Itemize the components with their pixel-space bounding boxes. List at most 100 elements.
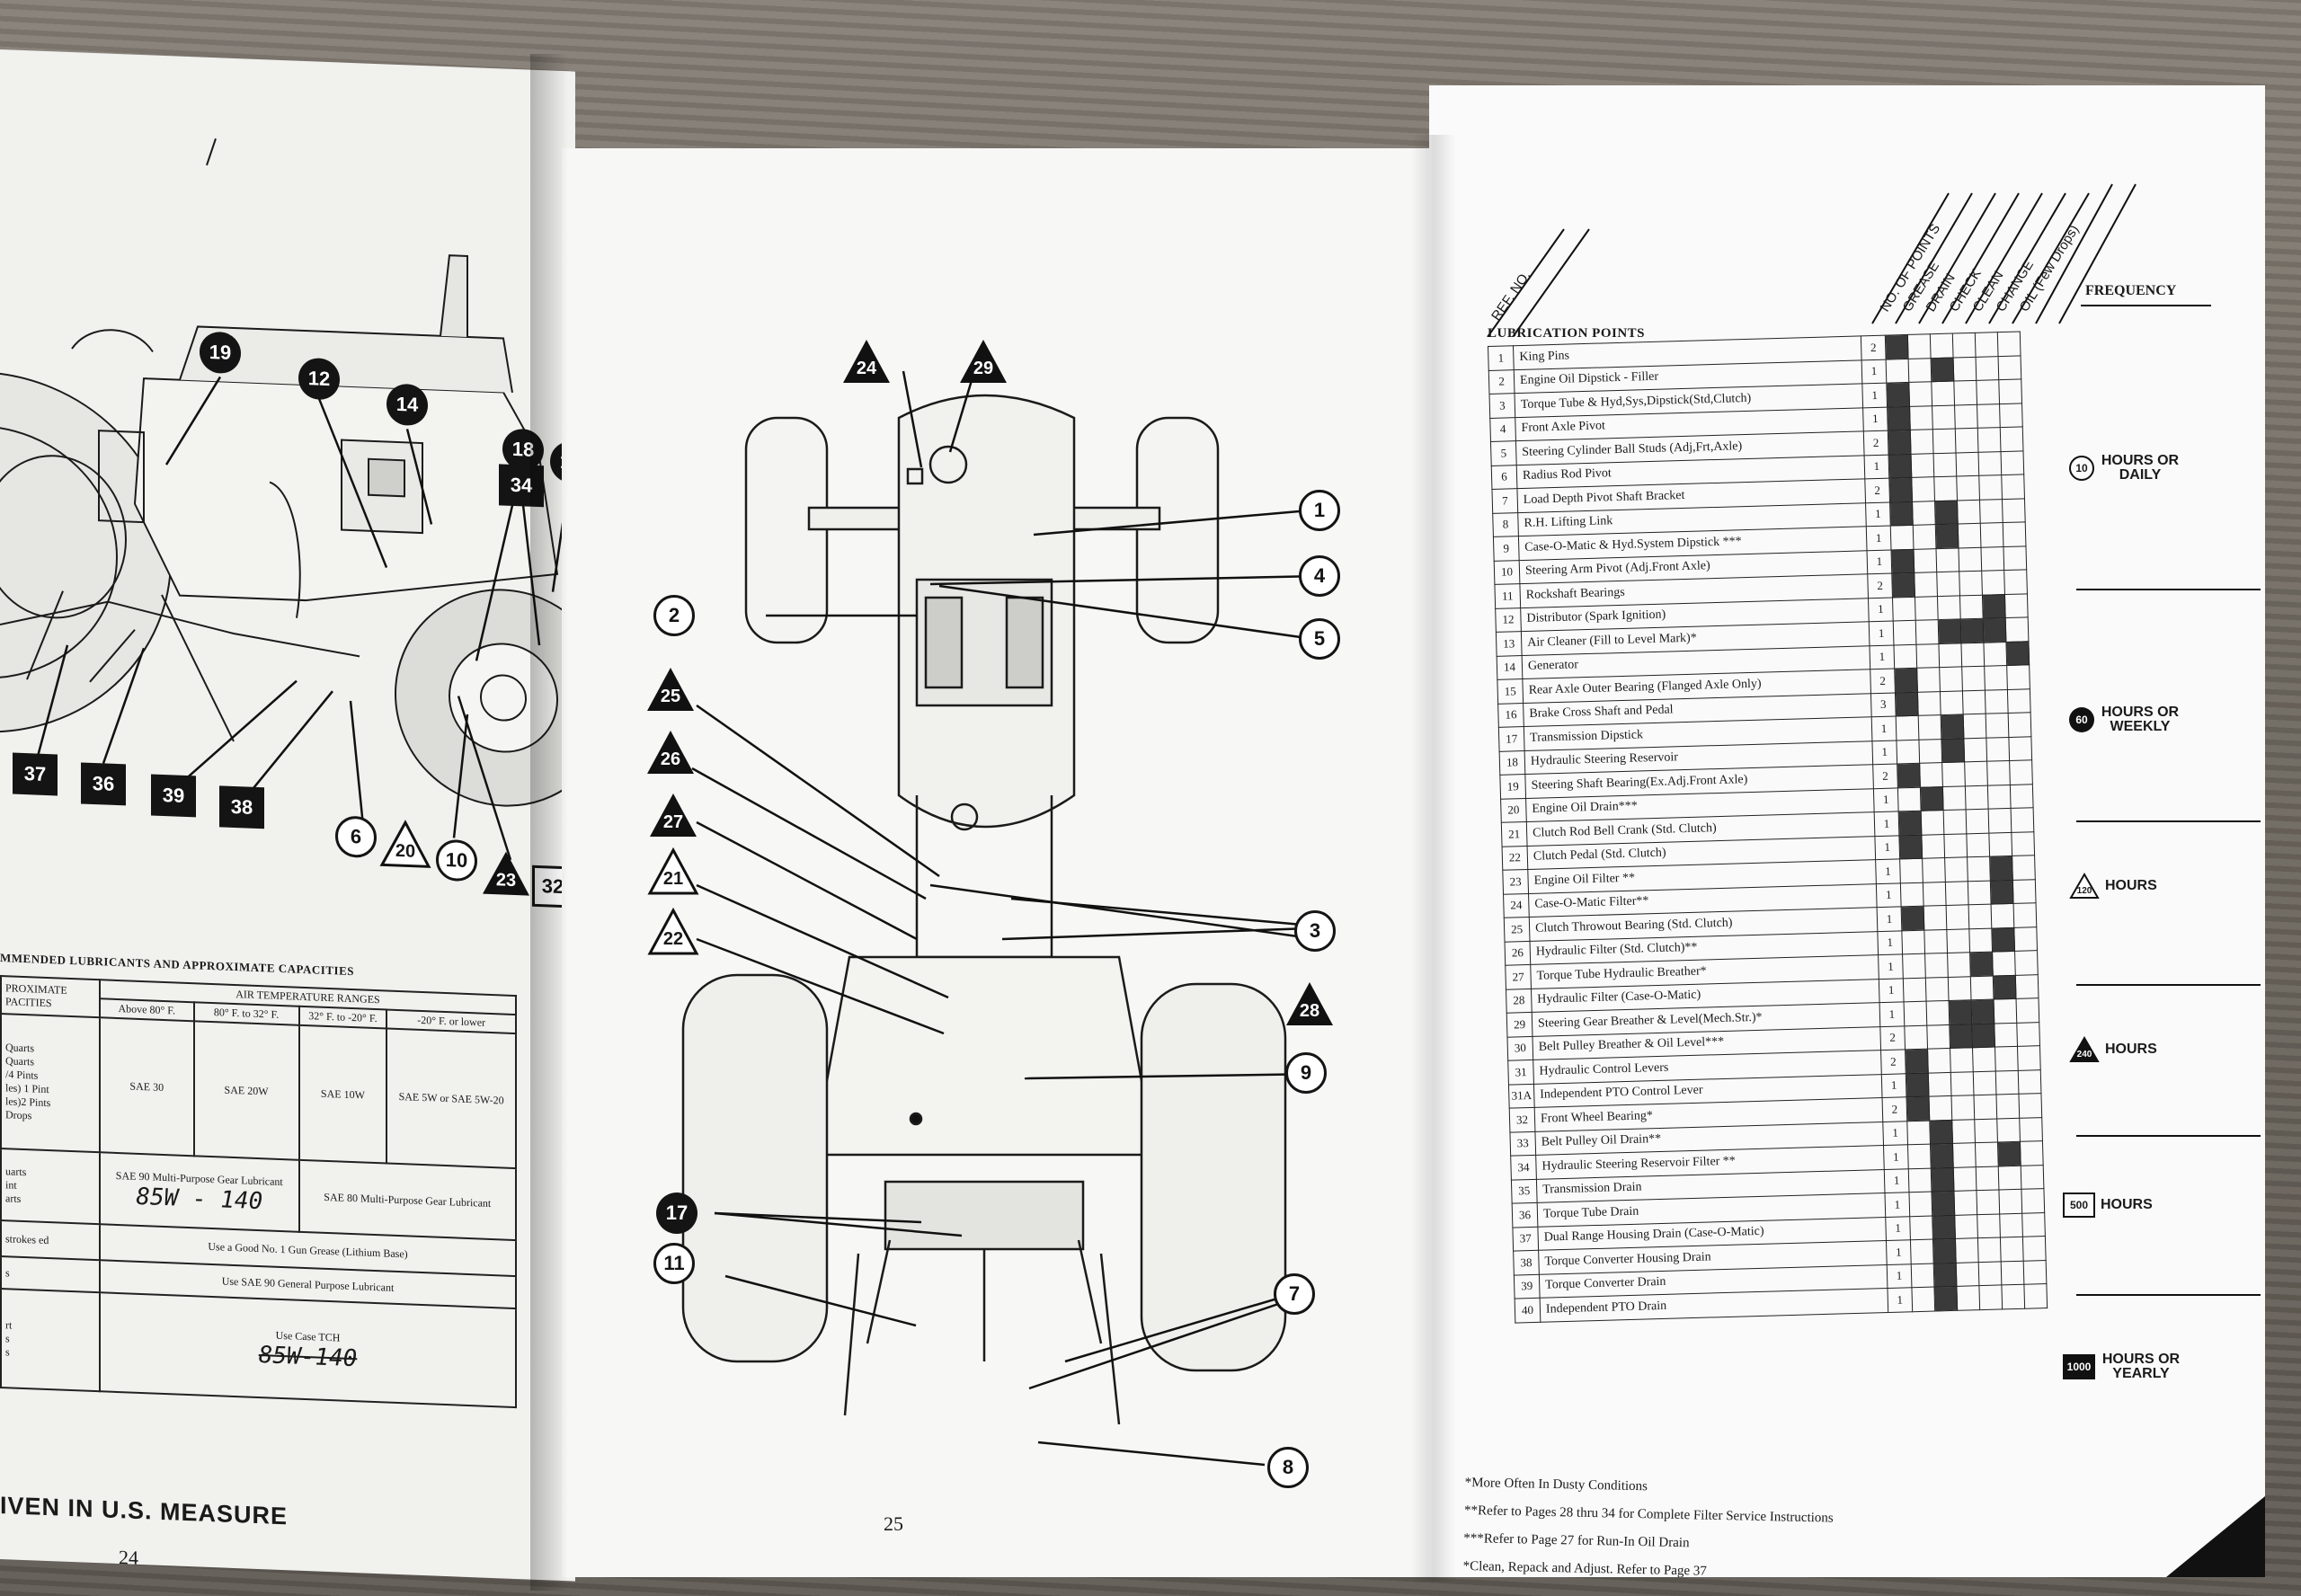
service-cell	[1939, 666, 1963, 692]
ref-number: 16	[1497, 703, 1524, 728]
service-cell	[1954, 1214, 1978, 1239]
number-of-points: 2	[1861, 335, 1887, 360]
service-cell	[1973, 1070, 1996, 1095]
service-cell	[1909, 1215, 1933, 1240]
service-cell	[1908, 381, 1932, 406]
ref-number: 32	[1509, 1107, 1535, 1132]
service-cell	[1966, 809, 1989, 834]
service-cell	[1971, 1023, 1995, 1048]
number-of-points: 1	[1877, 906, 1902, 932]
service-cell	[1998, 1189, 2022, 1214]
service-cell	[1928, 1071, 1951, 1097]
service-cell	[1950, 1095, 1975, 1120]
service-cell	[1891, 548, 1915, 574]
number-of-points: 1	[1883, 1144, 1909, 1170]
service-cell	[1976, 356, 1999, 381]
number-of-points: 1	[1871, 715, 1897, 741]
service-cell	[1935, 547, 1959, 572]
service-cell	[1938, 618, 1961, 644]
ref-number: 7	[1491, 488, 1518, 513]
service-cell	[1913, 524, 1936, 549]
service-cell	[1900, 882, 1924, 907]
service-cell	[1998, 1165, 2021, 1190]
service-cell	[1907, 333, 1932, 359]
number-of-points: 1	[1865, 501, 1891, 527]
number-of-points: 1	[1877, 930, 1903, 955]
service-cell	[2018, 1093, 2042, 1118]
service-cell	[1886, 358, 1909, 384]
ref-number: 23	[1502, 869, 1529, 894]
service-cell	[2012, 879, 2037, 904]
service-cell	[1973, 1095, 1997, 1120]
service-cell	[1923, 905, 1947, 930]
service-cell	[1963, 737, 1987, 762]
service-cell	[1947, 952, 1971, 977]
page-corner-mark	[2166, 1496, 2265, 1577]
service-cell	[2001, 1284, 2025, 1309]
service-cell	[1959, 571, 1983, 596]
service-cell	[1899, 858, 1923, 883]
service-cell	[2006, 664, 2030, 689]
ref-number: 8	[1492, 512, 1519, 537]
ref-number: 24	[1503, 892, 1530, 918]
service-cell	[2003, 545, 2027, 571]
service-cell	[1917, 691, 1941, 716]
service-cell	[1893, 643, 1917, 669]
service-cell	[2011, 807, 2034, 832]
number-of-points: 1	[1886, 1239, 1912, 1264]
service-cell	[1915, 619, 1939, 644]
callout-8: 8	[1267, 1447, 1309, 1488]
service-cell	[1940, 690, 1964, 715]
service-cell	[2021, 1212, 2046, 1237]
service-cell	[1984, 665, 2008, 690]
service-cell	[1931, 1191, 1955, 1216]
service-cell	[1892, 596, 1916, 622]
service-cell	[1891, 572, 1915, 598]
service-cell	[1953, 380, 1977, 405]
number-of-points: 1	[1878, 953, 1904, 980]
service-cell	[1999, 403, 2023, 428]
page-fold-shadow	[1411, 135, 1456, 1582]
book-gutter-shadow	[530, 54, 593, 1591]
service-cell	[1930, 1143, 1954, 1168]
ref-number: 15	[1497, 678, 1524, 704]
service-cell	[1923, 928, 1948, 954]
service-cell	[1887, 405, 1911, 431]
service-cell	[1911, 1263, 1934, 1288]
service-cell	[1926, 1000, 1950, 1025]
service-cell	[1909, 405, 1933, 430]
ref-number: 31	[1507, 1060, 1534, 1085]
service-cell	[1985, 688, 2009, 714]
service-cell	[1950, 1071, 1974, 1096]
frequency-label: HOURS OR DAILY	[2101, 453, 2180, 483]
number-of-points: 1	[1862, 406, 1888, 431]
service-cell	[1943, 809, 1967, 835]
service-cell	[2009, 759, 2033, 785]
gear-lube-80: SAE 80 Multi-Purpose Gear Lubricant	[298, 1159, 516, 1241]
service-cell	[2004, 593, 2029, 618]
service-cell	[1936, 571, 1960, 597]
service-cell	[1946, 904, 1969, 929]
middle-page: 24 29 1 4 2 5 25 26 3 27 28 21 22 9 17 1…	[562, 148, 1438, 1577]
number-of-points: 1	[1869, 621, 1894, 646]
ref-number: 40	[1515, 1298, 1541, 1323]
service-cell	[1960, 618, 1984, 643]
service-cell	[1976, 379, 2000, 404]
service-cell	[1897, 786, 1922, 811]
ref-number: 11	[1494, 583, 1521, 608]
service-cell	[1937, 595, 1961, 620]
service-cell	[1983, 617, 2006, 643]
callout-20: 20	[379, 819, 431, 869]
service-cell	[1994, 998, 2017, 1024]
callout-14: 14	[386, 383, 428, 427]
service-cell	[2011, 831, 2035, 856]
service-cell	[1896, 739, 1920, 764]
number-of-points: 1	[1867, 549, 1892, 574]
ref-number: 27	[1505, 964, 1532, 989]
service-cell	[1978, 1261, 2002, 1286]
left-page: 19 12 14 18 34 13 37 36 39 38 6 20 10 23…	[0, 49, 575, 1582]
service-cell	[2000, 1237, 2024, 1262]
number-of-points: 1	[1884, 1168, 1909, 1193]
service-cell	[1921, 834, 1945, 859]
service-cell	[1990, 879, 2014, 905]
